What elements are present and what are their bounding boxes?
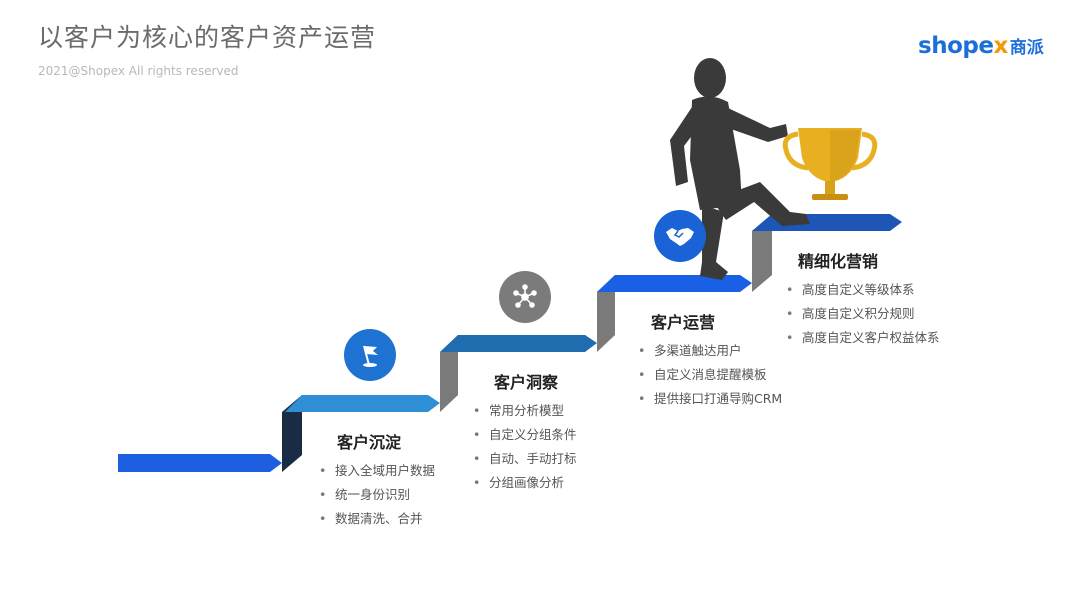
stage-4-list: 高度自定义等级体系 高度自定义积分规则 高度自定义客户权益体系 bbox=[786, 278, 940, 350]
page-title: 以客户为核心的客户资产运营 bbox=[38, 23, 377, 52]
stage-3-title: 客户运营 bbox=[651, 313, 716, 332]
stage-1-title: 客户沉淀 bbox=[337, 433, 402, 452]
list-item: 接入全域用户数据 bbox=[319, 459, 435, 483]
list-item: 统一身份识别 bbox=[319, 483, 435, 507]
riser-4 bbox=[752, 214, 772, 292]
step-2-bar bbox=[285, 395, 440, 412]
stage-2-block: 客户洞察 常用分析模型 自定义分组条件 自动、手动打标 分组画像分析 bbox=[473, 369, 577, 495]
step-4-bar bbox=[597, 275, 752, 292]
stage-4-block: 精细化营销 高度自定义等级体系 高度自定义积分规则 高度自定义客户权益体系 bbox=[786, 248, 940, 350]
handshake-icon bbox=[654, 210, 706, 262]
list-item: 高度自定义等级体系 bbox=[786, 278, 940, 302]
flag-icon bbox=[344, 329, 396, 381]
climbing-person-figure bbox=[670, 58, 810, 280]
list-item: 自定义消息提醒模板 bbox=[638, 363, 782, 387]
copyright-text: 2021@Shopex All rights reserved bbox=[38, 64, 239, 78]
stage-2-list: 常用分析模型 自定义分组条件 自动、手动打标 分组画像分析 bbox=[473, 399, 577, 495]
step-3-bar bbox=[440, 335, 597, 352]
logo-brand: shope bbox=[918, 33, 994, 59]
list-item: 提供接口打通导购CRM bbox=[638, 387, 782, 411]
stage-4-title: 精细化营销 bbox=[798, 252, 879, 271]
trophy-icon bbox=[782, 128, 878, 200]
stage-3-list: 多渠道触达用户 自定义消息提醒模板 提供接口打通导购CRM bbox=[638, 339, 782, 411]
logo-brand-x: x bbox=[993, 33, 1008, 59]
network-icon bbox=[499, 271, 551, 323]
list-item: 多渠道触达用户 bbox=[638, 339, 782, 363]
list-item: 高度自定义客户权益体系 bbox=[786, 326, 940, 350]
list-item: 高度自定义积分规则 bbox=[786, 302, 940, 326]
riser-3 bbox=[597, 275, 615, 352]
logo-brand-cn: 商派 bbox=[1009, 38, 1044, 58]
list-item: 数据清洗、合并 bbox=[319, 507, 435, 531]
stage-3-block: 客户运营 多渠道触达用户 自定义消息提醒模板 提供接口打通导购CRM bbox=[638, 309, 782, 411]
list-item: 自定义分组条件 bbox=[473, 423, 577, 447]
stage-1-list: 接入全域用户数据 统一身份识别 数据清洗、合并 bbox=[319, 459, 435, 531]
riser-2 bbox=[440, 335, 458, 412]
stage-2-title: 客户洞察 bbox=[494, 373, 559, 392]
riser-1 bbox=[282, 395, 302, 472]
list-item: 常用分析模型 bbox=[473, 399, 577, 423]
list-item: 自动、手动打标 bbox=[473, 447, 577, 471]
step-1-bar bbox=[118, 454, 282, 472]
list-item: 分组画像分析 bbox=[473, 471, 577, 495]
stage-1-block: 客户沉淀 接入全域用户数据 统一身份识别 数据清洗、合并 bbox=[319, 429, 435, 531]
